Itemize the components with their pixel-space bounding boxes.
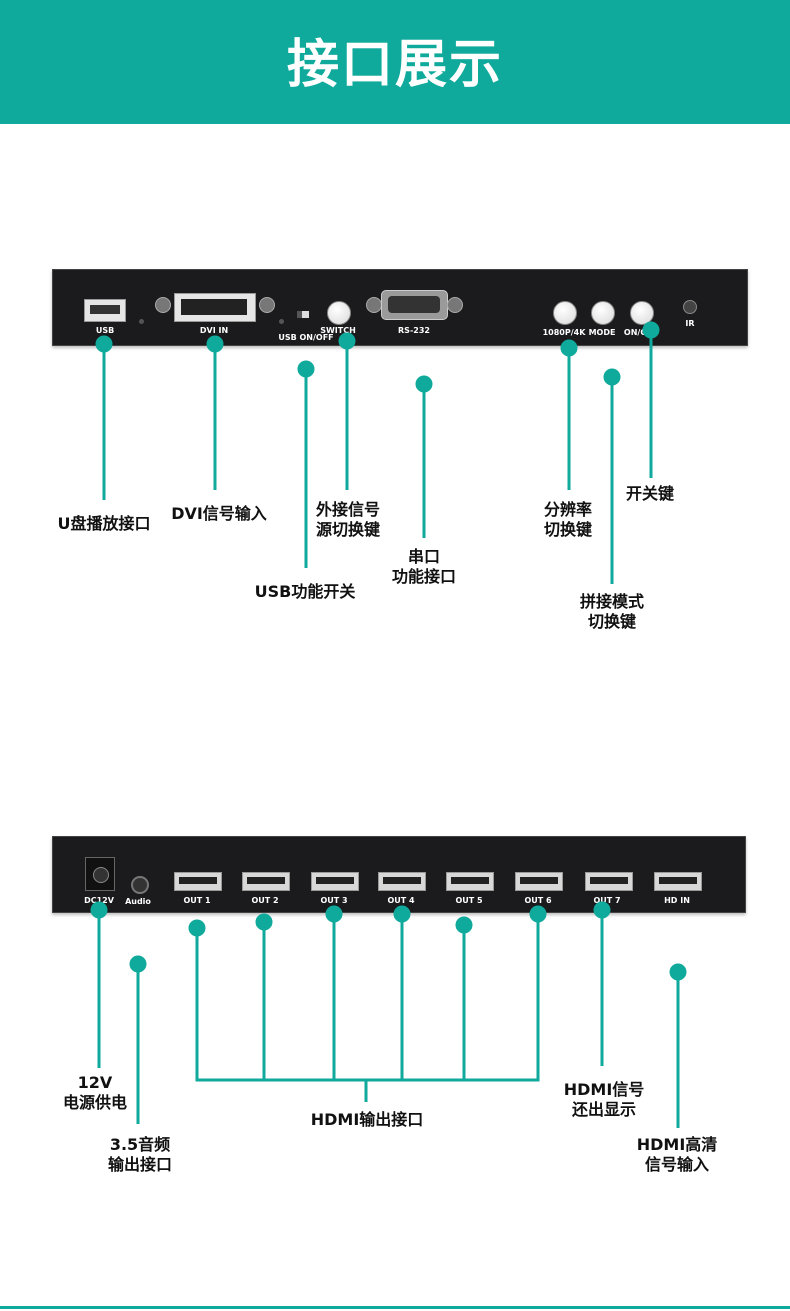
dvi-screw-left-icon	[155, 297, 171, 313]
front-label-switch: SWITCH	[320, 326, 356, 335]
hdmi-out4-port-icon	[378, 872, 426, 891]
callout-text: HDMI信号	[563, 1080, 645, 1099]
dvi-port-icon	[174, 293, 256, 322]
usb-switch-led-icon	[279, 319, 284, 324]
callout-mode-key: 拼接模式 切换键	[580, 592, 644, 632]
hdmi-out6-port-icon	[515, 872, 563, 891]
resolution-button[interactable]	[553, 301, 577, 325]
dc-jack-icon	[85, 857, 115, 891]
rs232-screw-right-icon	[447, 297, 463, 313]
rear-label-out1: OUT 1	[183, 896, 211, 905]
callout-text: USB功能开关	[254, 582, 356, 601]
callout-text: 电源供电	[62, 1093, 128, 1112]
callout-text: 还出显示	[571, 1100, 636, 1119]
rear-label-out5: OUT 5	[455, 896, 483, 905]
rear-label-hdin: HD IN	[664, 896, 690, 905]
switch-button[interactable]	[327, 301, 351, 325]
callout-switch-key: 外接信号 源切换键	[316, 500, 380, 540]
dvi-screw-right-icon	[259, 297, 275, 313]
rear-label-out4: OUT 4	[387, 896, 415, 905]
rear-label-out3: OUT 3	[320, 896, 348, 905]
hdmi-out5-port-icon	[446, 872, 494, 891]
callout-text: 信号输入	[644, 1155, 709, 1174]
callout-text: 切换键	[587, 612, 637, 631]
rs232-port-icon	[381, 290, 448, 320]
audio-jack-icon	[131, 876, 149, 894]
callout-text: 功能接口	[391, 567, 457, 586]
callout-power-key: 开关键	[626, 484, 674, 504]
callout-audio-out: 3.5音频 输出接口	[108, 1135, 172, 1175]
callout-text: 切换键	[543, 520, 593, 539]
usb-toggle-switch[interactable]	[297, 311, 309, 318]
rs232-screw-left-icon	[366, 297, 382, 313]
callout-text: 源切换键	[315, 520, 381, 539]
page-title: 接口展示	[286, 35, 503, 95]
hdmi-out7-port-icon	[585, 872, 633, 891]
callout-hdmi-input: HDMI高清 信号输入	[637, 1135, 718, 1175]
callout-text: HDMI高清	[636, 1135, 718, 1154]
callout-text: 输出接口	[107, 1155, 173, 1174]
front-label-dvi: DVI IN	[199, 326, 229, 335]
hdmi-out3-port-icon	[311, 872, 359, 891]
callout-text: 拼接模式	[579, 592, 645, 611]
callout-text: 12V	[77, 1073, 113, 1092]
callout-dc-power: 12V 电源供电	[63, 1073, 127, 1113]
front-label-rs232: RS-232	[398, 326, 430, 335]
callout-serial-port: 串口 功能接口	[392, 547, 456, 587]
callout-text: HDMI输出接口	[310, 1110, 424, 1129]
footer-divider	[0, 1306, 790, 1309]
callout-text: DVI信号输入	[171, 504, 267, 523]
rear-label-out6: OUT 6	[524, 896, 552, 905]
front-label-onoff: ON/OFF	[623, 328, 659, 337]
callout-text: 分辨率	[543, 500, 593, 519]
callout-text: U盘播放接口	[57, 514, 151, 533]
rear-label-audio: Audio	[125, 897, 151, 906]
rear-label-out7: OUT 7	[593, 896, 621, 905]
front-label-usb: USB	[95, 326, 115, 335]
callout-usb-function-switch: USB功能开关	[255, 582, 356, 602]
mode-button[interactable]	[591, 301, 615, 325]
front-label-mode: MODE	[588, 328, 616, 337]
power-button[interactable]	[630, 301, 654, 325]
usb-led-icon	[139, 319, 144, 324]
hdmi-out1-port-icon	[174, 872, 222, 891]
callout-text: 外接信号	[315, 500, 381, 519]
hdmi-in-port-icon	[654, 872, 702, 891]
ir-sensor-icon	[683, 300, 697, 314]
usb-port-icon	[84, 299, 126, 322]
front-label-ir: IR	[685, 319, 695, 328]
rear-label-dc: DC12V	[84, 896, 114, 905]
callout-dvi-input: DVI信号输入	[171, 504, 267, 524]
header-banner: 接口展示	[0, 0, 790, 124]
callout-resolution-key: 分辨率 切换键	[544, 500, 592, 540]
callout-text: 串口	[407, 547, 441, 566]
callout-hdmi-outputs: HDMI输出接口	[311, 1110, 424, 1130]
callout-hdmi-loop-out: HDMI信号 还出显示	[564, 1080, 645, 1120]
front-label-res: 1080P/4K	[542, 328, 586, 337]
callout-usb-port: U盘播放接口	[58, 514, 151, 534]
callout-text: 开关键	[625, 484, 675, 503]
rear-label-out2: OUT 2	[251, 896, 279, 905]
front-label-usb-onoff: USB ON/OFF	[278, 333, 334, 342]
hdmi-out2-port-icon	[242, 872, 290, 891]
callout-text: 3.5音频	[109, 1135, 171, 1154]
